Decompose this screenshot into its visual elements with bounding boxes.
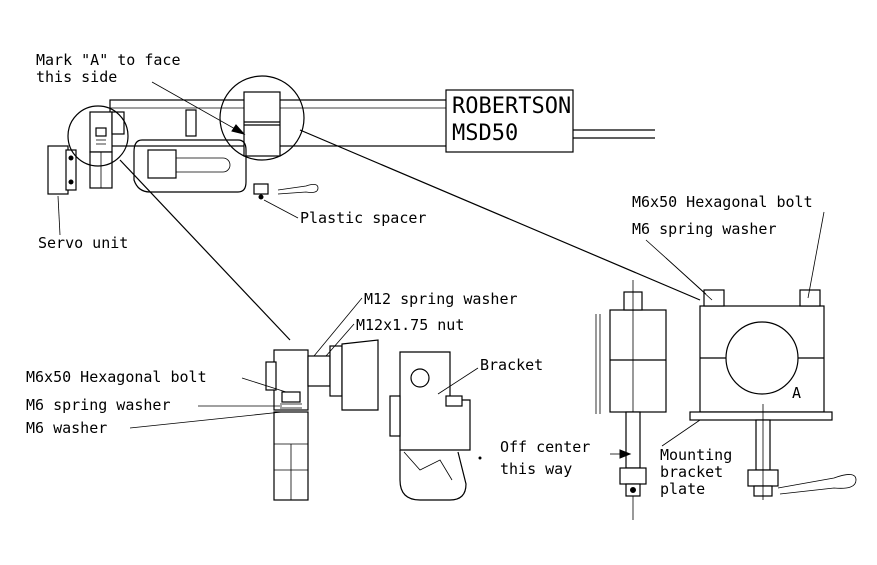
brand-text: ROBERTSON [452,94,571,119]
cotter-pin-top [277,184,319,195]
top-assembly [47,75,655,200]
side-dot [630,487,636,493]
bracket-detail [389,351,471,501]
washer-left-label: M6 washer [26,419,107,437]
mark-a-label-2: this side [36,68,117,86]
bracket-label: Bracket [480,356,543,374]
tube-collar [185,109,197,137]
left-washer [281,391,301,403]
spring-washer-right-leader [645,239,707,295]
plate-label-2: bracket [660,463,723,481]
front-bolt-left [703,289,725,307]
plastic-spacer-label: Plastic spacer [300,209,426,227]
bracket-leader [437,367,479,395]
off-center-arrow [619,449,632,459]
plastic-spacer-leader [263,199,299,219]
m12-spring-washer-leader [313,297,363,357]
spacer-dot [258,194,264,200]
detail-leader-left [119,159,291,341]
right-detail: A [595,280,857,520]
washer-left-leader [129,411,283,429]
bolt-left-label: M6x50 Hexagonal bolt [26,368,207,386]
detail-circle-clamp [219,75,305,161]
bracket-side-tab [389,395,401,437]
left-side-tab [265,361,277,391]
detail-circle-bracket [67,105,129,167]
mark-a-arrow [231,124,246,135]
top-bracket-nut [111,111,125,135]
top-bracket-washer [95,127,107,137]
side-tube-edge [595,314,601,414]
cotter-pin-right [777,474,857,495]
mark-a-label-1: Mark "A" to face [36,51,181,69]
off-center-label-2: this way [500,460,572,478]
detail-leader-right [299,129,701,301]
plate-label-1: Mounting [660,446,732,464]
mark-a-leader [151,81,245,135]
side-clamp [609,309,667,413]
spring-washer-right-label: M6 spring washer [632,220,777,238]
tube-clamp [243,91,281,157]
servo-unit-label: Servo unit [38,234,128,252]
top-bracket-spring [96,139,106,145]
model-text: MSD50 [452,121,518,146]
off-center-dot [478,456,482,460]
plastic-spacer [253,183,269,195]
bolt-left-leader [241,377,287,393]
left-detail [265,339,379,501]
mounting-plate [689,411,833,421]
bolt-right-label: M6x50 Hexagonal bolt [632,193,813,211]
m12-washer [329,345,343,397]
plate-leader [661,419,701,447]
motor-housing [445,89,574,153]
bracket-clip [399,450,467,501]
plate-label-3: plate [660,480,705,498]
m12-nut [307,355,331,387]
m12-nut-label: M12x1.75 nut [356,316,464,334]
servo-arm [133,139,247,193]
servo-dot-2 [68,179,74,185]
arm-block [147,149,177,179]
off-center-label-1: Off center [500,438,590,456]
bracket-washer [445,395,463,407]
bolt-right-leader-2 [807,211,825,299]
side-nut [619,467,647,485]
servo-dot-1 [68,155,74,161]
bracket-hole [410,368,430,388]
face-mark-a: A [792,384,801,402]
m12-spring-washer-label: M12 spring washer [364,290,518,308]
servo-unit-leader [57,195,61,236]
side-shaft [625,411,641,469]
bracket-clip-inner [403,451,453,481]
left-spring [280,403,302,409]
spring-washer-left-label: M6 spring washer [26,396,171,414]
m12-nut-leader [325,323,355,357]
front-bolt-right [799,289,821,307]
servo-unit-body [47,145,69,195]
m12-block [341,339,379,411]
